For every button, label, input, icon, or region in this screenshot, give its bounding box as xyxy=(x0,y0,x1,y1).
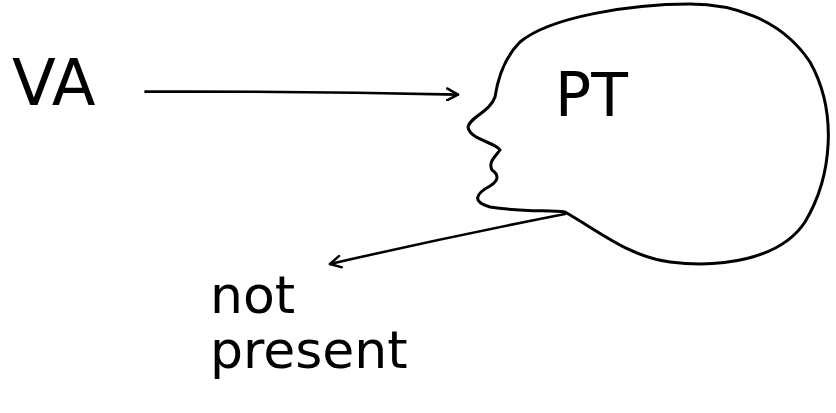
free-text: not present xyxy=(210,268,450,377)
head-outline-shape xyxy=(460,2,836,268)
free-text: VA xyxy=(12,50,95,117)
head-outline-path xyxy=(468,4,828,264)
head-outline: PT xyxy=(460,2,836,268)
arrow-connector xyxy=(330,214,565,264)
handwritten-text: VA xyxy=(12,50,95,117)
handwritten-text: PT xyxy=(555,64,628,127)
arrow-connector xyxy=(145,92,458,95)
handwritten-text: not present xyxy=(210,268,450,377)
